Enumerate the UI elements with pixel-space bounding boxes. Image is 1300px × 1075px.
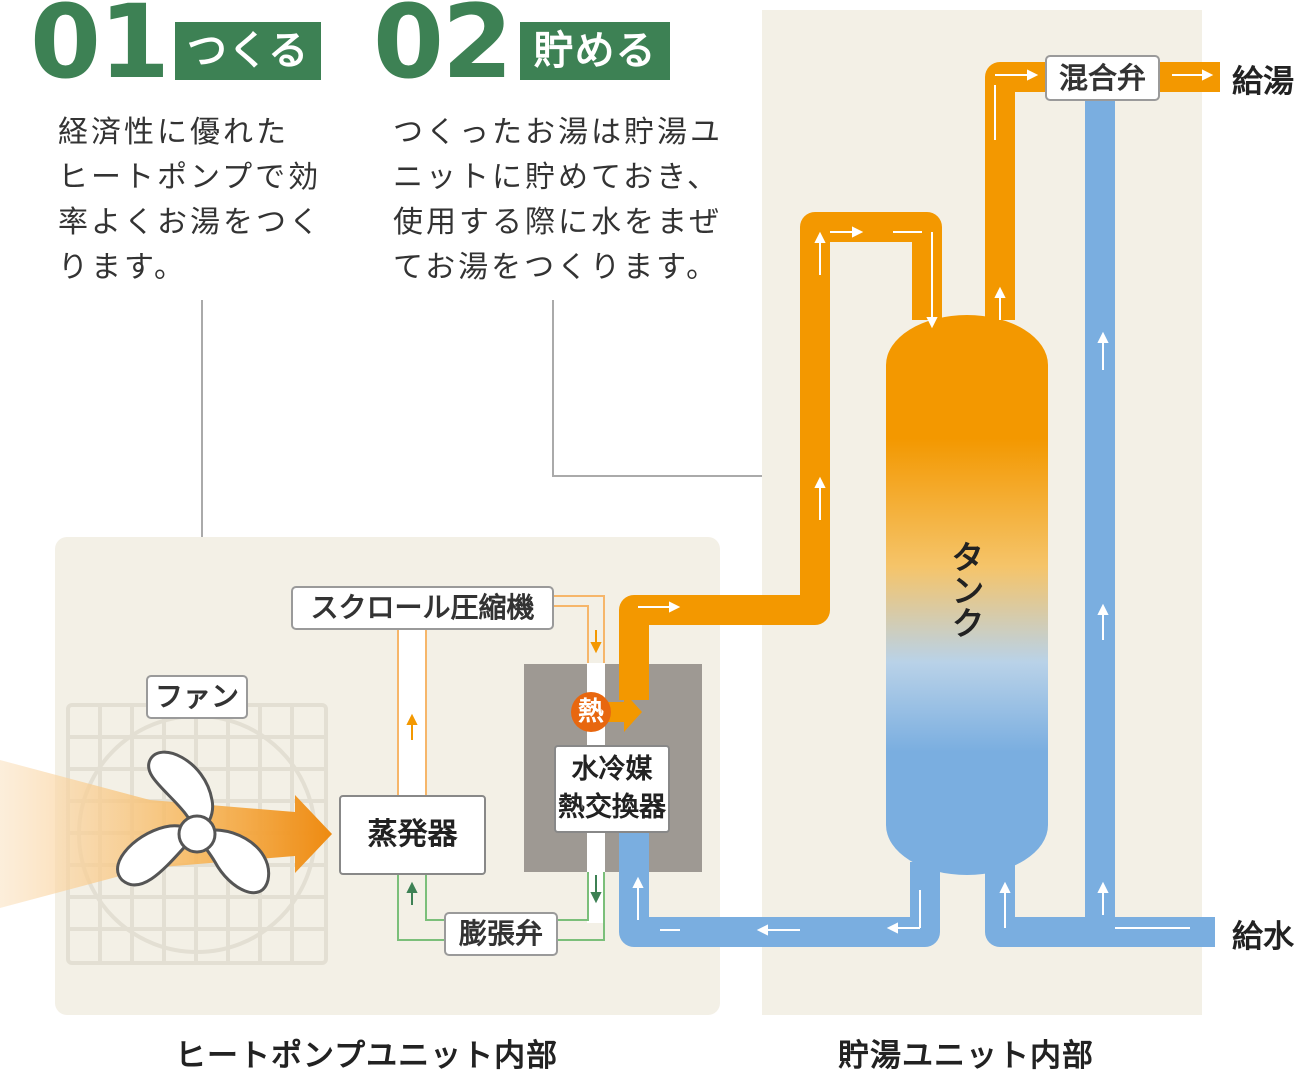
pipe-flow-arrows — [632, 69, 1214, 936]
step-02-description: つくったお湯は貯湯ユ ニットに貯めておき、 使用する際に水をまぜ てお湯をつくり… — [393, 110, 723, 290]
step-01-line: ります。 — [58, 250, 187, 285]
expansion-valve-label: 膨張弁 — [444, 912, 558, 956]
step-01-description: 経済性に優れた ヒートポンプで効 率よくお湯をつく ります。 — [58, 110, 322, 290]
heat-badge-label: 熱 — [577, 697, 604, 727]
storage-unit-title: 貯湯ユニット内部 — [838, 1038, 1094, 1074]
heat-exchanger-line2: 熱交換器 — [558, 792, 666, 823]
heat-arrow — [600, 692, 642, 732]
refrigerant-return-arrows — [406, 875, 602, 905]
fan-icon — [116, 750, 271, 895]
step-02-title: 貯める — [520, 22, 670, 80]
heat-exchanger-line1: 水冷媒 — [571, 754, 653, 785]
compressor-label: スクロール圧縮機 — [291, 586, 554, 630]
step-01-line: 率よくお湯をつく — [58, 205, 322, 240]
tank-body — [886, 315, 1048, 875]
tank-label: タンク — [946, 540, 985, 639]
hot-water-supply-label: 給湯 — [1232, 64, 1294, 100]
water-supply-label: 給水 — [1232, 919, 1294, 955]
evaporator-label: 蒸発器 — [339, 795, 486, 875]
mixing-valve-label: 混合弁 — [1045, 55, 1160, 101]
step-01-title: つくる — [175, 22, 321, 80]
step-01-line: 経済性に優れた — [58, 115, 289, 150]
fan-label: ファン — [146, 675, 248, 719]
step-02-line: つくったお湯は貯湯ユ — [393, 115, 723, 150]
heat-exchanger-label: 水冷媒 熱交換器 — [554, 745, 670, 833]
refrigerant-flow-arrows — [406, 630, 602, 740]
step-02-line: ニットに貯めておき、 — [393, 160, 720, 195]
step-02-number: 02 — [373, 0, 513, 102]
step-02-line: 使用する際に水をまぜ — [393, 205, 723, 240]
step-01-number: 01 — [30, 0, 170, 102]
refrigerant-loop-cool — [397, 863, 605, 941]
step-02-line: てお湯をつくります。 — [393, 250, 720, 285]
heat-badge-circle — [571, 692, 611, 732]
step-01-line: ヒートポンプで効 — [58, 160, 322, 195]
connector-line-02 — [552, 300, 762, 477]
cold-water-pipes — [619, 92, 1215, 947]
heat-pump-unit-title: ヒートポンプユニット内部 — [175, 1038, 559, 1074]
